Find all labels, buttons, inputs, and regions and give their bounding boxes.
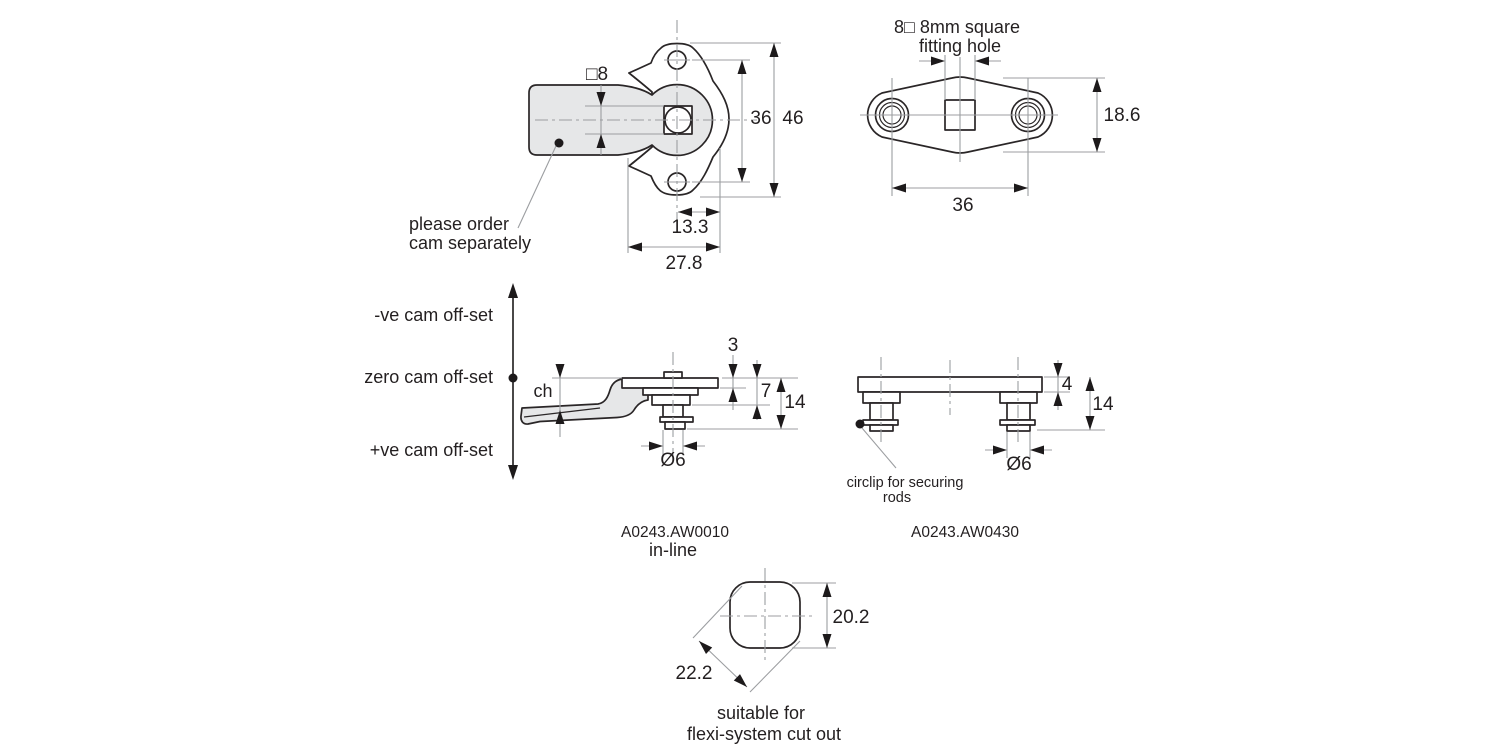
circlip-leader-dot xyxy=(855,419,865,429)
plan-view: 8□ 8mm square fitting hole 18.6 36 xyxy=(860,17,1140,216)
cam-note-line1: please order xyxy=(409,214,509,234)
front-dim-27-8: 27.8 xyxy=(666,253,703,274)
fitting-hole-title-line2: fitting hole xyxy=(919,36,1001,56)
plan-view-dimension-lines xyxy=(892,55,1105,189)
cam-front xyxy=(528,83,714,157)
alt-dim-14: 14 xyxy=(1092,394,1114,415)
negative-offset-label: -ve cam off-set xyxy=(374,305,493,325)
cam-note-line2: cam separately xyxy=(409,233,531,253)
alt-part-number: A0243.AW0430 xyxy=(911,524,1019,541)
alt-dim-4: 4 xyxy=(1062,374,1073,395)
inline-dim-7: 7 xyxy=(761,381,772,402)
plan-dim-36: 36 xyxy=(952,195,973,216)
front-view-centerlines xyxy=(535,20,757,222)
offset-legend: -ve cam off-set zero cam off-set +ve cam… xyxy=(364,283,518,480)
circlip-note-line2: rods xyxy=(883,490,911,506)
boss-block xyxy=(651,394,691,406)
flexi-cutout-shape xyxy=(729,581,801,649)
alt-side-view: 4 14 Ø6 circlip for securing rods A0243.… xyxy=(847,357,1114,541)
front-view: □8 36 46 13.3 27.8 please order cam sepa… xyxy=(409,20,804,274)
plan-view-centerlines xyxy=(860,57,1058,196)
inline-dim-14: 14 xyxy=(784,392,806,413)
fitting-hole-title-line1: 8□ 8mm square xyxy=(894,17,1020,37)
cutout-note-line1: suitable for xyxy=(717,703,805,723)
alt-centerlines xyxy=(880,357,1019,442)
cam-leader-dot xyxy=(554,138,564,148)
boss-step xyxy=(642,387,699,396)
inline-dim-3: 3 xyxy=(728,335,739,356)
circlip-note-line1: circlip for securing xyxy=(847,475,964,491)
alt-dimension-lines xyxy=(861,360,1105,469)
front-view-dimension-lines xyxy=(517,42,781,253)
front-view-dimension-arrows xyxy=(596,43,779,252)
inline-variant-label: in-line xyxy=(649,540,697,560)
zero-offset-dot xyxy=(508,373,518,383)
front-dim-46: 46 xyxy=(782,108,803,129)
cam-side-profile xyxy=(520,378,649,425)
cutout-centerlines xyxy=(720,568,812,662)
cutout-note-line2: flexi-system cut out xyxy=(687,724,841,744)
front-square-dim: □8 xyxy=(586,64,608,85)
positive-offset-label: +ve cam off-set xyxy=(370,440,493,460)
plan-dim-18-6: 18.6 xyxy=(1104,105,1141,126)
front-dim-13-3: 13.3 xyxy=(672,217,709,238)
cam-blade-inner-line xyxy=(523,407,601,418)
inline-dim-dia6: Ø6 xyxy=(660,450,685,471)
post-tip xyxy=(664,421,686,430)
inline-side-view: ch 3 7 14 Ø6 A0243.AW0010 in-line xyxy=(520,335,806,560)
zero-offset-label: zero cam off-set xyxy=(364,367,493,387)
plate-wing-edges xyxy=(628,72,653,167)
alt-dim-dia6: Ø6 xyxy=(1006,454,1031,475)
front-dim-36: 36 xyxy=(750,108,771,129)
inline-part-number: A0243.AW0010 xyxy=(621,524,729,541)
cutout-dimension-lines xyxy=(692,582,836,693)
body-plate-side xyxy=(621,377,719,389)
cutout-dim-20-2: 20.2 xyxy=(833,607,870,628)
cam-height-label: ch xyxy=(533,381,552,401)
cutout-dim-22-2: 22.2 xyxy=(676,663,713,684)
cutout-view: 20.2 22.2 suitable for flexi-system cut … xyxy=(676,568,870,744)
